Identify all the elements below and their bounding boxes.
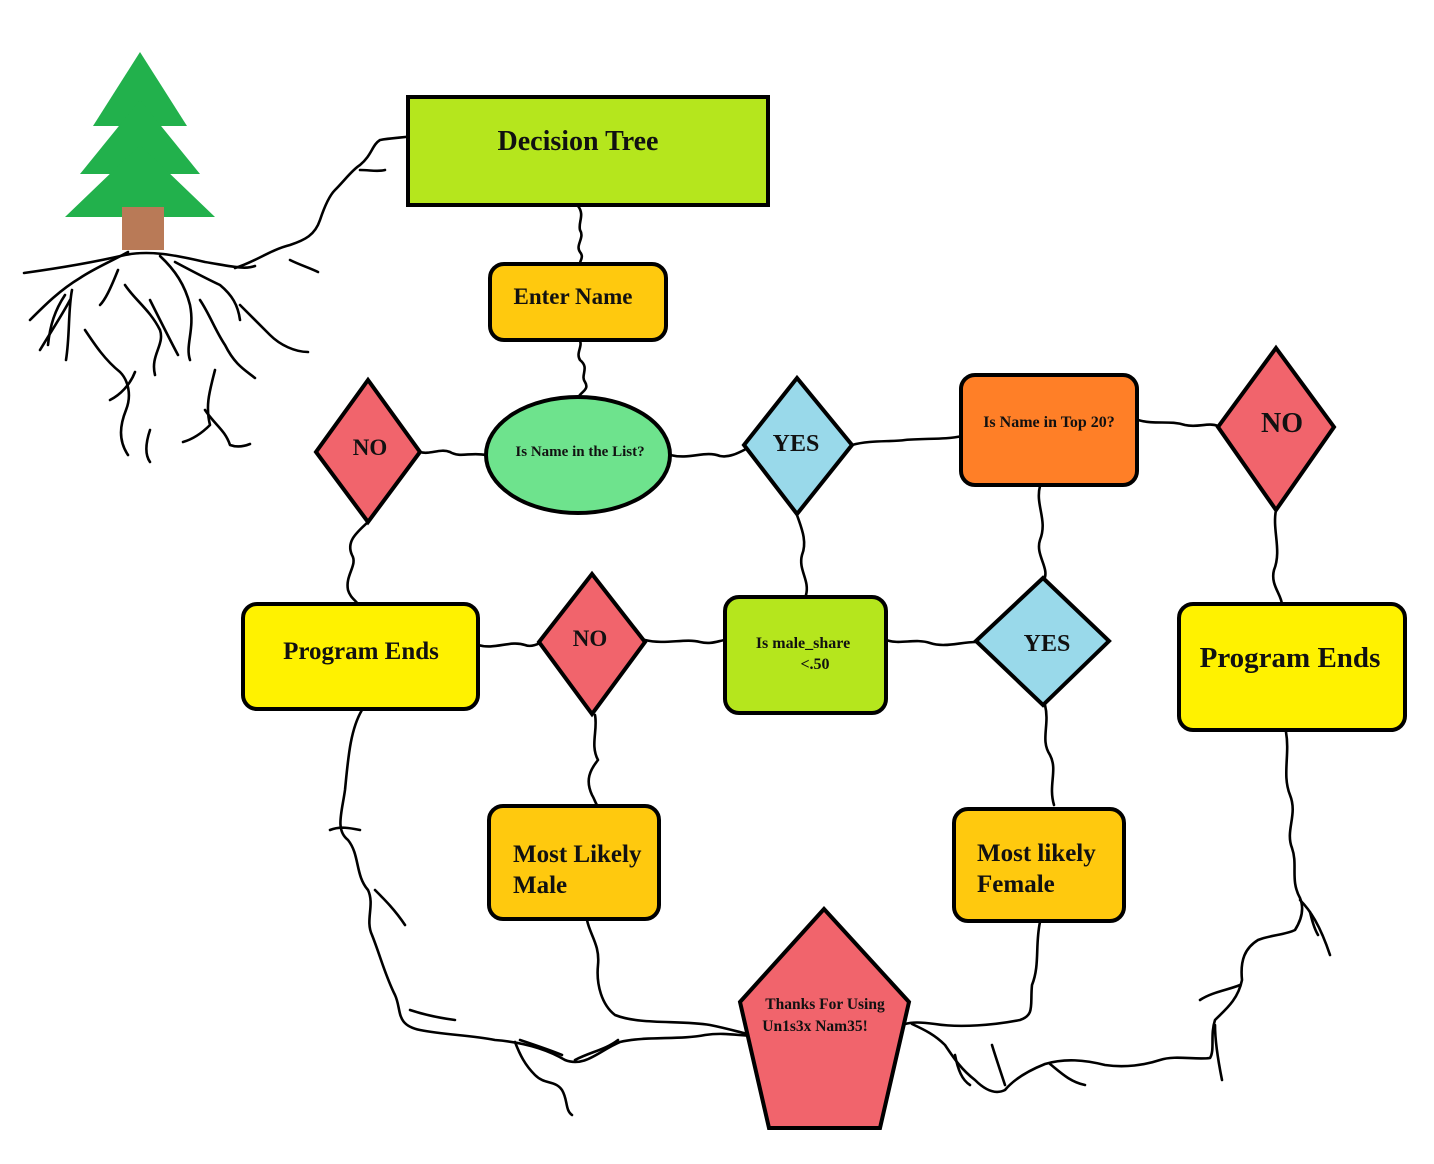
no-mid-node: NO xyxy=(536,570,648,718)
no-right-node: NO xyxy=(1215,344,1337,514)
likely-male-label-line1: Most Likely xyxy=(513,841,642,868)
enter-name-node: Enter Name xyxy=(488,262,668,342)
yes-top-node: YES xyxy=(741,374,855,518)
male-share-label-line1: Is male_share xyxy=(756,635,850,652)
male-share-node: Is male_share <.50 xyxy=(723,595,888,715)
pine-tree-icon xyxy=(65,52,215,250)
tree-trunk xyxy=(122,207,164,250)
no-right-label: NO xyxy=(1261,408,1303,439)
title-box: Decision Tree xyxy=(406,95,770,207)
no-mid-label: NO xyxy=(573,626,608,651)
likely-female-node: Most likely Female xyxy=(952,807,1126,923)
yes-top-label: YES xyxy=(773,431,820,457)
in-list-label: Is Name in the List? xyxy=(515,444,644,460)
likely-male-label-line2: Male xyxy=(513,872,567,899)
yes-mid-node: YES xyxy=(973,575,1112,708)
program-ends-left-node: Program Ends xyxy=(241,602,480,711)
in-list-node: Is Name in the List? xyxy=(484,395,672,515)
program-ends-right-node: Program Ends xyxy=(1177,602,1407,732)
no-left-label: NO xyxy=(353,435,388,460)
male-share-label-line2: <.50 xyxy=(800,656,829,673)
likely-female-label-line2: Female xyxy=(977,871,1055,898)
top20-label: Is Name in Top 20? xyxy=(983,414,1115,431)
no-left-node: NO xyxy=(313,376,423,526)
program-ends-left-label: Program Ends xyxy=(283,638,439,665)
yes-mid-label: YES xyxy=(1024,631,1071,657)
enter-name-label: Enter Name xyxy=(513,284,632,309)
thanks-node: Thanks For Using Un1s3x Nam35! xyxy=(737,906,912,1130)
root-connectors xyxy=(22,134,1332,1117)
thanks-label-line1: Thanks For Using xyxy=(765,996,885,1013)
top20-node: Is Name in Top 20? xyxy=(959,373,1139,487)
program-ends-right-label: Program Ends xyxy=(1200,642,1381,674)
title-label: Decision Tree xyxy=(498,126,659,157)
likely-male-node: Most Likely Male xyxy=(487,804,661,921)
likely-female-label-line1: Most likely xyxy=(977,840,1096,867)
thanks-label-line2: Un1s3x Nam35! xyxy=(762,1018,868,1035)
